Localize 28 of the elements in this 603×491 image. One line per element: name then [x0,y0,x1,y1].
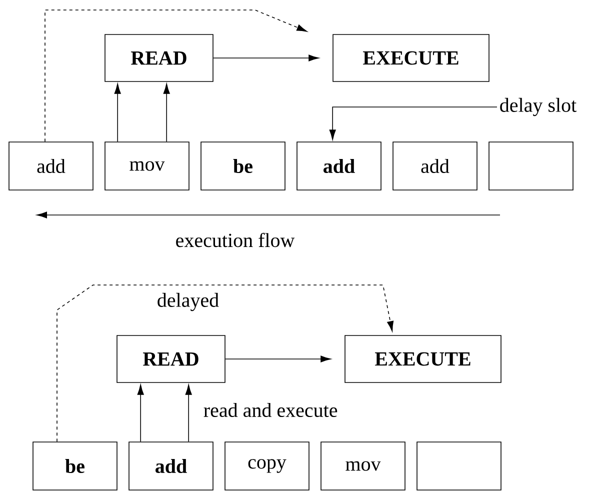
edge-label: read and execute [202,402,339,418]
instruction-box: be [200,142,286,190]
instruction-box: add [8,142,94,190]
instruction-box [488,142,574,190]
arrow [329,106,498,140]
arrow [163,84,170,142]
arrow [114,84,121,142]
arrow [185,384,192,442]
arrow [225,356,331,362]
instruction-box: be [32,442,118,490]
instruction-box: copy [224,442,310,490]
instruction-box: mov [320,442,406,490]
instruction-box: mov [104,142,190,190]
stage-box: READ [116,335,226,383]
annotation-text: delay slot [500,98,576,116]
text-label: execution flow [176,232,295,248]
arrow [137,384,144,442]
arrow [44,10,308,142]
instruction-box: add [392,142,478,190]
arrow [213,54,319,62]
instruction-box: add [128,442,214,490]
arrow [56,284,394,442]
stage-box: READ [104,34,214,82]
instruction-box: add [296,142,382,190]
stage-box: EXECUTE [332,34,490,82]
instruction-box [416,442,502,490]
edge-label: delayed [156,292,220,312]
stage-box: EXECUTE [344,335,502,383]
